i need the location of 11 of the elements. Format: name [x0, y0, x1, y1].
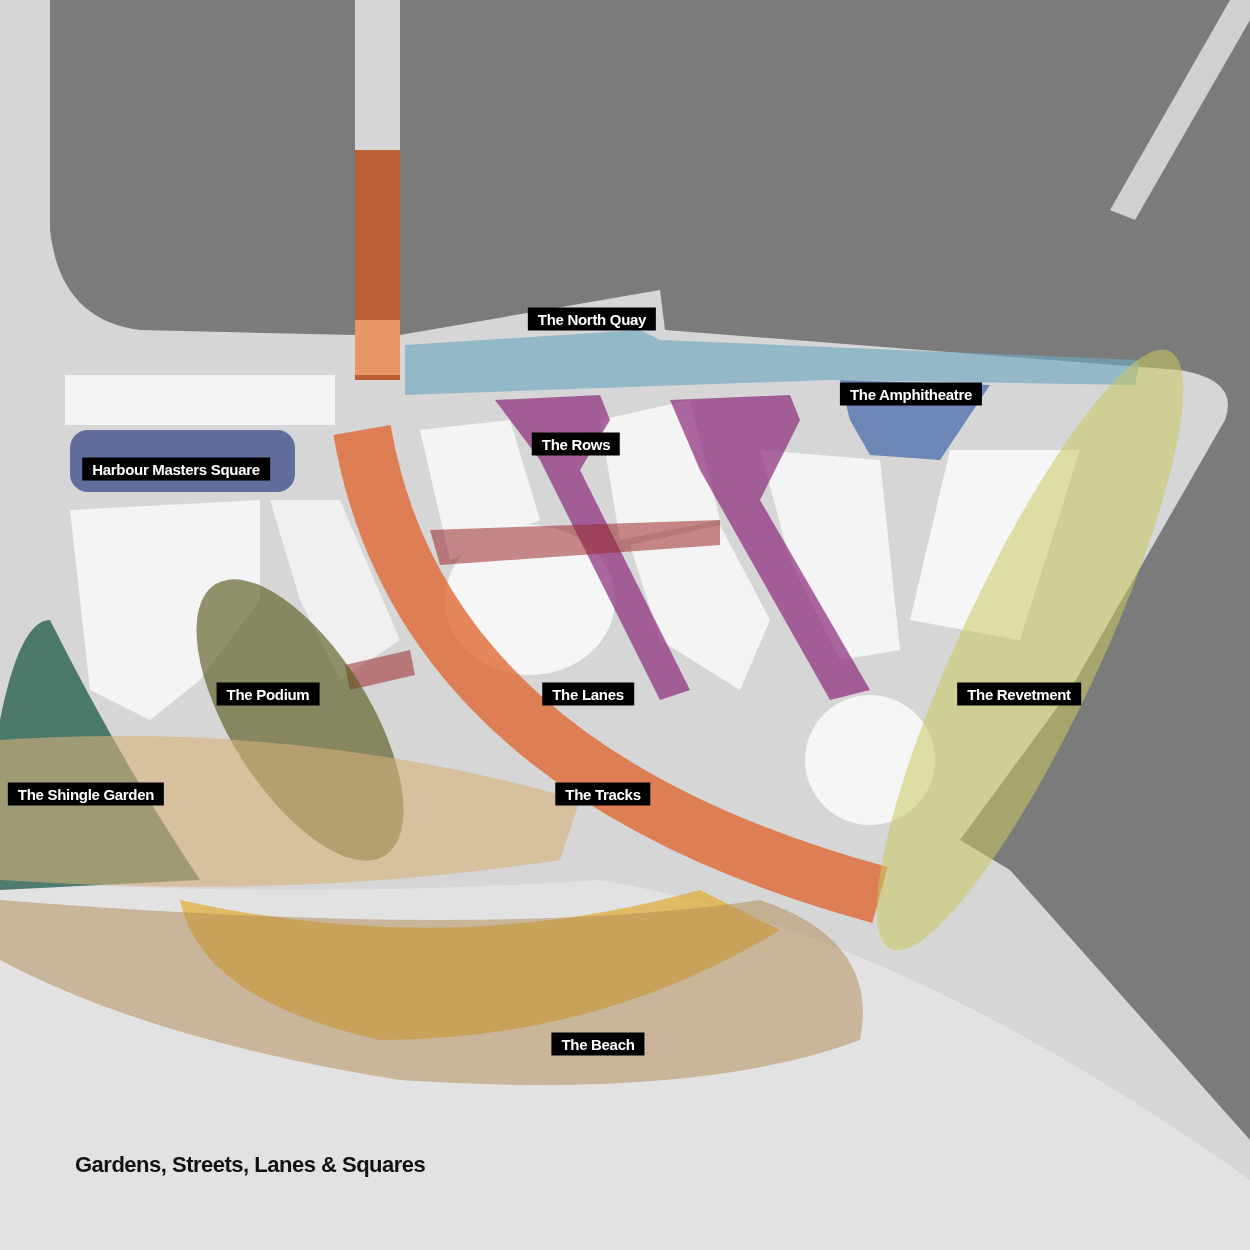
- zone-label: The Podium: [216, 682, 320, 706]
- zone-label: Harbour Masters Square: [82, 457, 270, 481]
- zone-label: The Shingle Garden: [7, 782, 165, 806]
- zone-label: The Revetment: [957, 682, 1081, 706]
- map-caption: Gardens, Streets, Lanes & Squares: [75, 1152, 426, 1178]
- zone-label: The Tracks: [555, 782, 651, 806]
- zone-label: The Amphitheatre: [839, 382, 983, 406]
- zone-label: The North Quay: [527, 307, 657, 331]
- zone-label: The Beach: [551, 1032, 645, 1056]
- zone-label: The Rows: [531, 432, 621, 456]
- zone-label: The Lanes: [542, 682, 634, 706]
